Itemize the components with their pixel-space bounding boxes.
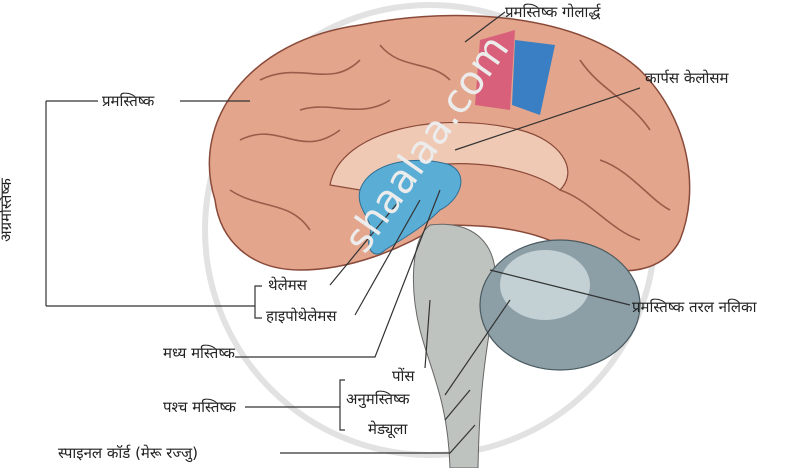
- label-midbrain: मध्य मस्तिष्क: [163, 344, 235, 362]
- cerebellum-arbor: [500, 250, 590, 320]
- label-cerebral-aqueduct: प्रमस्तिष्क तरल नलिका: [632, 298, 757, 316]
- hemisphere-red-strip: [475, 30, 515, 110]
- label-hypothalamus: हाइपोथेलेमस: [266, 307, 337, 325]
- label-forebrain: अग्रमस्तिष्क: [0, 178, 15, 242]
- brainstem-shape: [413, 223, 497, 468]
- label-medulla: मेड्यूला: [368, 420, 408, 438]
- gyri-lines: [229, 44, 671, 241]
- label-corpus-callosum: कार्पस केलोसम: [645, 69, 729, 87]
- label-cerebral-hemisphere: प्रमस्तिष्क गोलार्द्ध: [505, 3, 601, 21]
- ventricle-shape: [358, 159, 462, 255]
- hemisphere-blue-strip: [512, 40, 555, 115]
- label-hindbrain: पश्च मस्तिष्क: [163, 398, 236, 416]
- label-thalamus: थेलेमस: [268, 276, 307, 294]
- label-pons: पोंस: [392, 367, 415, 385]
- leader-lines: [45, 11, 641, 454]
- label-cerebrum: प्रमस्तिष्क: [102, 92, 155, 110]
- label-spinal-cord: स्पाइनल कॉर्ड (मेरू रज्जु): [58, 444, 199, 462]
- label-cerebellum: अनुमस्तिष्क: [346, 390, 410, 408]
